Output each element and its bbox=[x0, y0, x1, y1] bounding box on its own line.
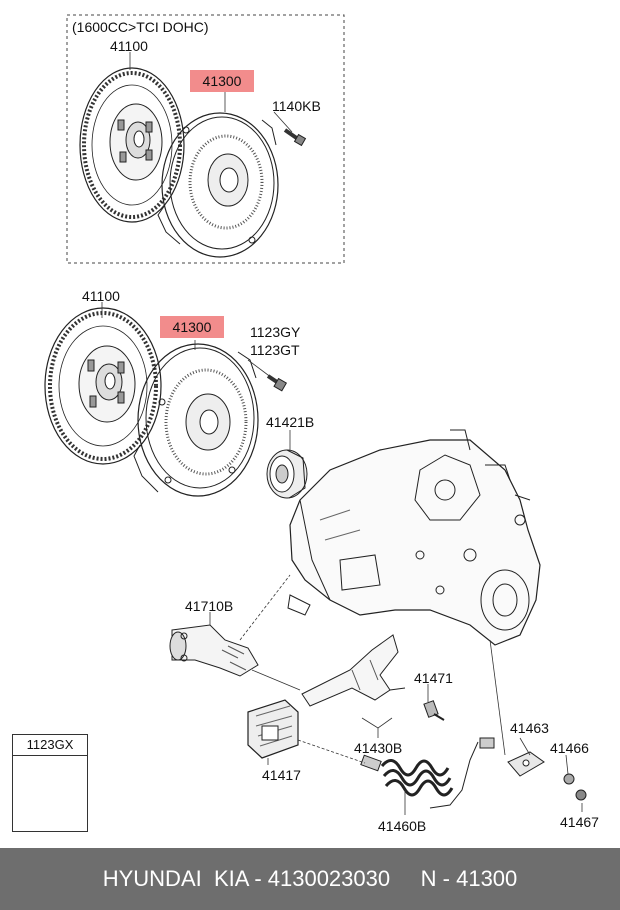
label-fork: 41430B bbox=[354, 740, 403, 756]
label-top-cover-highlighted: 41300 bbox=[190, 70, 254, 92]
release-fork-drawing bbox=[301, 634, 406, 707]
label-top-bolt: 1140KB bbox=[272, 98, 321, 114]
label-disc: 41100 bbox=[82, 288, 120, 304]
label-cylinder: 41710B bbox=[185, 598, 234, 614]
label-bolt-1: 1123GY bbox=[250, 324, 301, 340]
part-number-footer: HYUNDAI KIA - 4130023030 N - 41300 bbox=[0, 848, 620, 910]
boot-drawing bbox=[247, 699, 299, 759]
main-bolt-drawing bbox=[266, 374, 288, 392]
washer-nut-drawing bbox=[563, 773, 587, 801]
bracket-drawing bbox=[507, 751, 545, 777]
variant-dashed-box bbox=[66, 14, 345, 264]
main-clutch-disc-drawing bbox=[44, 307, 162, 465]
fork-clip-drawing bbox=[423, 700, 445, 721]
label-boot: 41417 bbox=[262, 767, 301, 783]
clutch-exploded-diagram bbox=[42, 14, 587, 815]
leader-lines bbox=[101, 52, 583, 815]
label-cover-highlighted: 41300 bbox=[160, 316, 224, 338]
release-bearing-drawing bbox=[266, 449, 308, 499]
transmission-housing-drawing bbox=[287, 429, 541, 646]
legend-code: 1123GX bbox=[13, 735, 87, 756]
top-clutch-disc-drawing bbox=[79, 67, 185, 223]
variant-caption: (1600CC>TCI DOHC) bbox=[72, 19, 209, 35]
top-pressure-plate-drawing bbox=[157, 112, 279, 258]
label-bracket: 41463 bbox=[510, 720, 549, 736]
label-fork-clip: 41471 bbox=[414, 670, 453, 686]
label-nut: 41467 bbox=[560, 814, 599, 830]
release-cylinder-drawing bbox=[169, 624, 259, 677]
label-top-disc: 41100 bbox=[110, 38, 148, 54]
main-pressure-plate-drawing bbox=[133, 343, 259, 497]
label-hose: 41460B bbox=[378, 818, 427, 834]
hose-drawing bbox=[360, 737, 495, 809]
legend-box: 1123GX bbox=[12, 734, 88, 832]
label-bearing: 41421B bbox=[266, 414, 315, 430]
label-bolt-2: 1123GT bbox=[250, 342, 300, 358]
label-washer: 41466 bbox=[550, 740, 589, 756]
top-bolt-drawing bbox=[283, 128, 307, 147]
